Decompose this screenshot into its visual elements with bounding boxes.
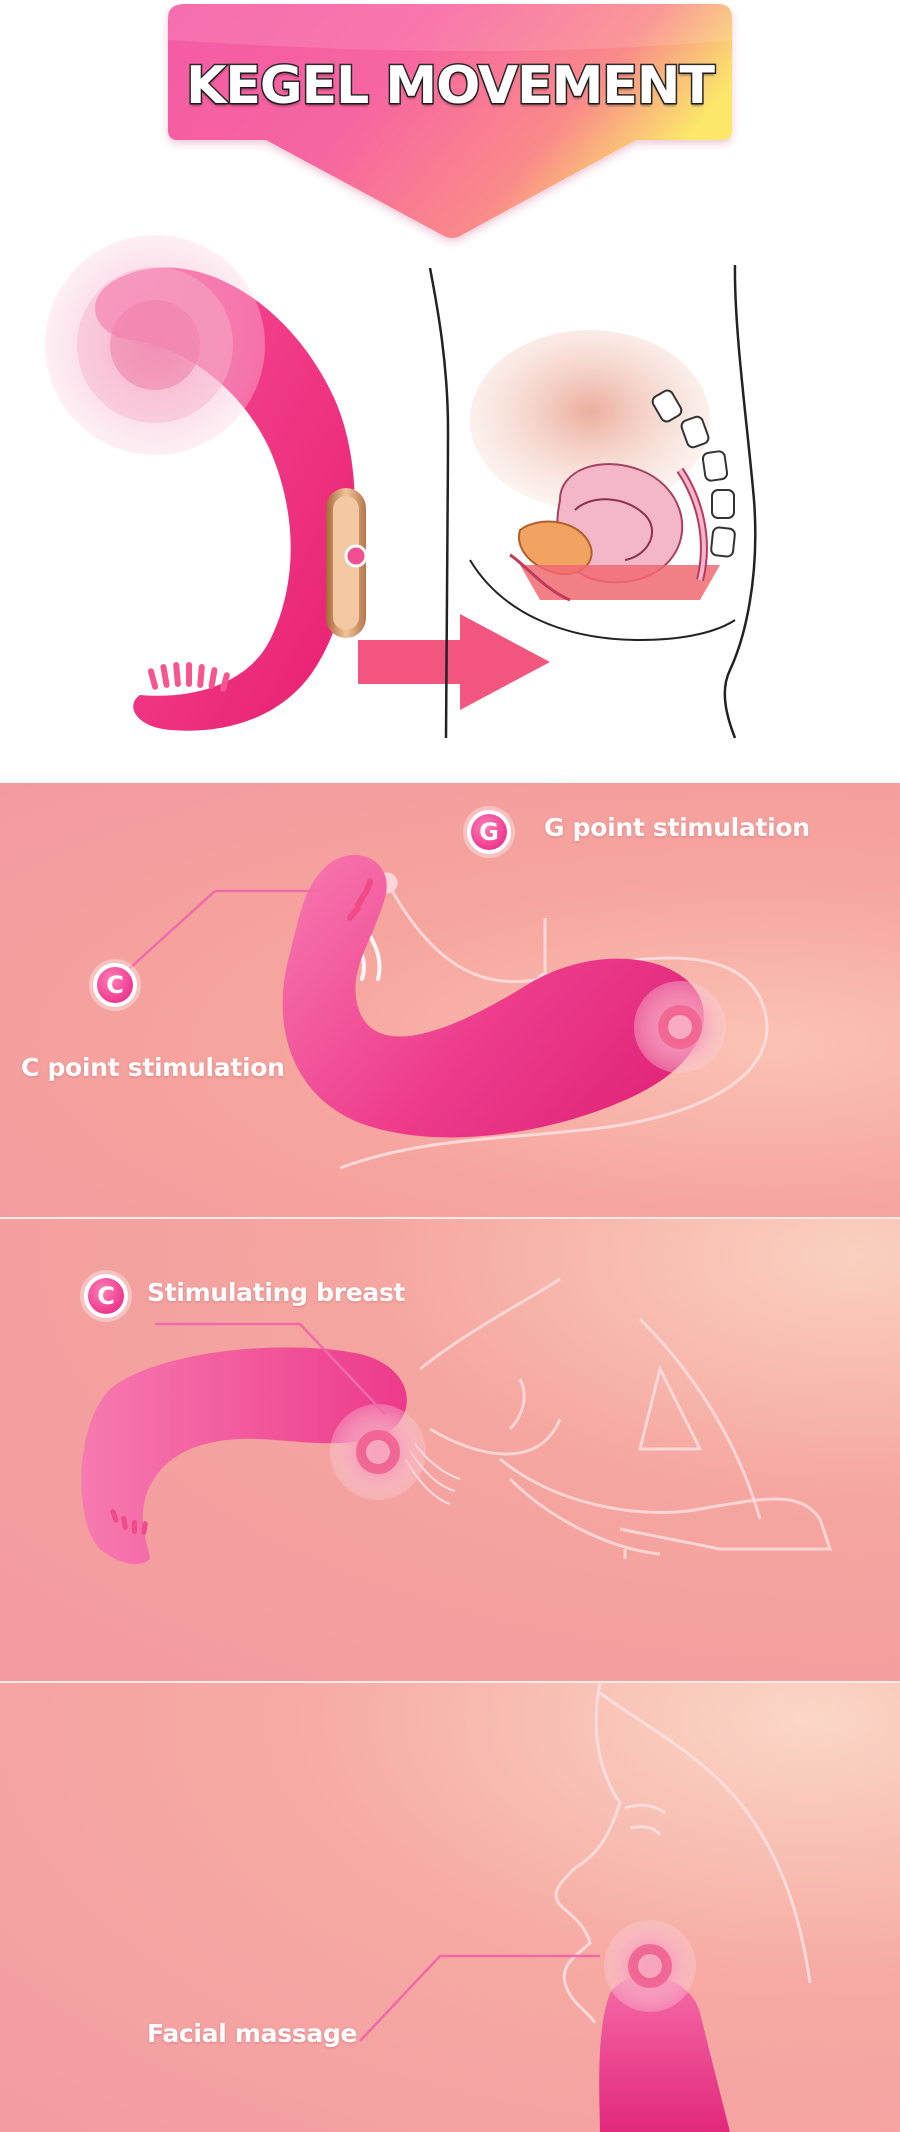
arrow-icon xyxy=(358,614,550,710)
g-point-badge-letter: G xyxy=(471,814,507,850)
face-label: Facial massage xyxy=(147,2019,358,2048)
g-c-device xyxy=(282,855,704,1138)
section-divider xyxy=(0,1217,900,1219)
g-c-illustration xyxy=(129,855,769,1170)
kegel-section: KEGEL MOVEMENT xyxy=(0,0,900,783)
c-point-badge-letter: C xyxy=(97,967,133,1003)
breast-label: Stimulating breast xyxy=(147,1278,406,1307)
breast-badge: C xyxy=(84,1274,128,1318)
face-device xyxy=(599,1975,730,2132)
g-c-point-section: G G point stimulation C C point stimulat… xyxy=(0,783,900,1217)
face-illustration xyxy=(359,1683,812,2132)
c-point-badge: C xyxy=(93,963,137,1007)
banner-title: KEGEL MOVEMENT xyxy=(185,55,717,118)
breast-illustration xyxy=(81,1277,833,1565)
g-point-label: G point stimulation xyxy=(544,813,810,842)
section-divider xyxy=(0,1681,900,1683)
anatomy-outline xyxy=(428,264,757,739)
breast-badge-letter: C xyxy=(88,1278,124,1314)
face-section: Facial massage xyxy=(0,1683,900,2132)
c-point-label: C point stimulation xyxy=(21,1053,285,1082)
kegel-illustration xyxy=(45,235,757,739)
breast-section: C Stimulating breast xyxy=(0,1219,900,1681)
g-point-badge: G xyxy=(467,810,511,854)
breast-device xyxy=(81,1347,407,1565)
anatomy-organs xyxy=(470,330,736,602)
banner-shape xyxy=(168,4,732,238)
kegel-device xyxy=(45,235,368,731)
